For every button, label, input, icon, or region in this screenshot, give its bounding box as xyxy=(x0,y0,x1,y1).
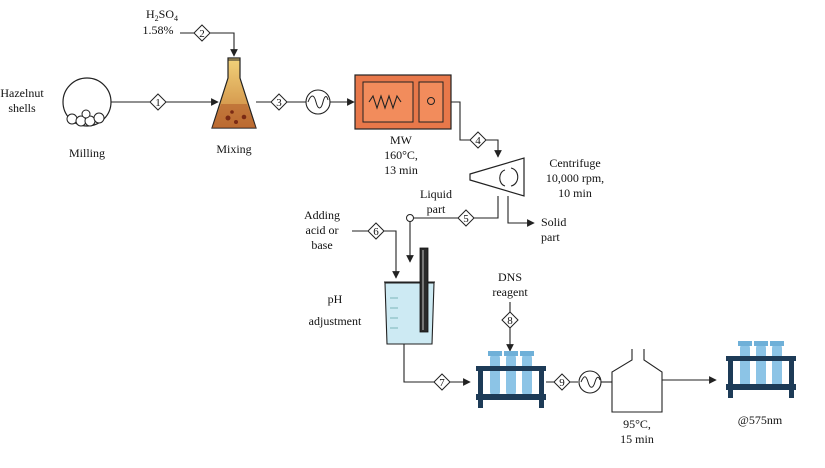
stream-8-tag: 8 xyxy=(501,311,519,329)
ph-label-line2: adjustment xyxy=(309,314,362,328)
stream-7-line xyxy=(403,344,471,386)
svg-text:4: 4 xyxy=(475,135,481,147)
centrifuge-label-line2: 10,000 rpm, xyxy=(546,171,604,185)
heat-exchanger-2-icon xyxy=(578,370,602,394)
stream-3-tag: 3 xyxy=(270,93,288,111)
acid-formula: H2SO4 xyxy=(146,7,178,23)
ph-beaker-icon xyxy=(384,247,435,345)
svg-text:3: 3 xyxy=(276,97,282,109)
test-tube-rack-2-icon xyxy=(726,341,796,398)
mw-label-line3: 13 min xyxy=(384,163,418,177)
stream-6-line xyxy=(352,230,400,279)
heat-exchanger-icon xyxy=(305,89,331,115)
svg-text:1: 1 xyxy=(155,97,161,109)
centrifuge-icon xyxy=(469,157,525,197)
stream-4-line xyxy=(451,101,502,158)
solid-part-label-line1: Solid xyxy=(541,215,566,229)
mill-icon xyxy=(62,77,112,127)
feed-label-line1: Hazelnut xyxy=(0,86,44,100)
svg-text:9: 9 xyxy=(559,377,565,389)
adding-label-line1: Adding xyxy=(304,208,340,222)
centrifuge-label-line3: 10 min xyxy=(558,186,592,200)
test-tube-rack-icon xyxy=(476,351,546,408)
adding-label-line3: base xyxy=(311,238,332,252)
solid-part-line xyxy=(507,196,535,227)
stream-7-tag: 7 xyxy=(433,373,451,391)
stream-6-tag: 6 xyxy=(367,222,385,240)
mixing-label: Mixing xyxy=(216,142,251,156)
svg-text:7: 7 xyxy=(439,377,445,389)
liquid-part-label-line2: part xyxy=(427,202,446,216)
milling-label: Milling xyxy=(69,146,105,160)
svg-text:8: 8 xyxy=(507,315,513,327)
ph-label-line1: pH xyxy=(328,292,343,306)
solid-part-label-line2: part xyxy=(541,230,560,244)
acid-concentration: 1.58% xyxy=(143,23,174,37)
junction-node xyxy=(406,214,414,222)
dns-label-line2: reagent xyxy=(492,285,528,299)
dns-label-line1: DNS xyxy=(498,270,522,284)
svg-text:2: 2 xyxy=(199,28,205,40)
svg-text:6: 6 xyxy=(373,226,379,238)
measurement-label: @575nm xyxy=(738,413,783,427)
incubation-label-line2: 15 min xyxy=(620,432,654,446)
centrifuge-label-line1: Centrifuge xyxy=(549,156,600,170)
svg-text:5: 5 xyxy=(463,213,469,225)
adding-label-line2: acid or xyxy=(306,223,339,237)
stream-5-line xyxy=(406,196,499,263)
liquid-part-label-line1: Liquid xyxy=(420,187,452,201)
heating-vessel-icon xyxy=(611,349,663,413)
mw-label-line2: 160°C, xyxy=(384,148,418,162)
stream-5-tag: 5 xyxy=(457,209,475,227)
mixing-flask-icon xyxy=(211,57,257,129)
stream-1-tag: 1 xyxy=(149,93,167,111)
stream-9-tag: 9 xyxy=(553,373,571,391)
stream-2-tag: 2 xyxy=(193,24,211,42)
feed-label-line2: shells xyxy=(8,101,36,115)
microwave-icon xyxy=(354,74,452,130)
incubation-label-line1: 95°C, xyxy=(623,417,651,431)
mw-label-line1: MW xyxy=(390,133,413,147)
stream-4-tag: 4 xyxy=(469,131,487,149)
